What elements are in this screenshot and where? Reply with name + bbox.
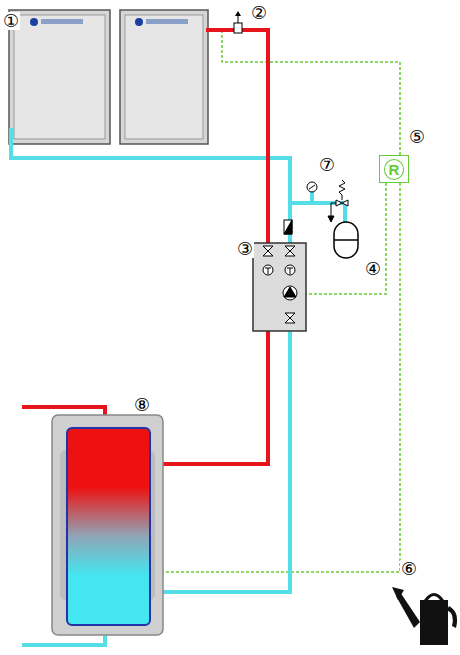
callout-number: ① bbox=[2, 12, 20, 30]
solar-collector bbox=[9, 10, 208, 144]
expansion-vessel bbox=[334, 222, 358, 258]
watering-can bbox=[392, 587, 457, 645]
callout-number: ② bbox=[250, 4, 268, 22]
callout-number: ④ bbox=[364, 260, 382, 278]
pump-station bbox=[253, 220, 306, 331]
controller-box: R bbox=[379, 155, 409, 183]
storage-tank bbox=[52, 415, 163, 635]
callout-number: ⑥ bbox=[400, 560, 418, 578]
safety-valve bbox=[328, 180, 348, 222]
sensor-wire bbox=[146, 30, 400, 572]
pressure-gauge bbox=[307, 182, 317, 192]
air-vent bbox=[234, 11, 242, 33]
controller-label: R bbox=[384, 159, 405, 180]
return-pipe bbox=[11, 128, 345, 645]
callout-number: ⑦ bbox=[318, 156, 336, 174]
callout-number: ⑧ bbox=[133, 396, 151, 414]
callout-number: ⑤ bbox=[408, 128, 426, 146]
flow-pipe bbox=[22, 30, 268, 464]
callout-number: ③ bbox=[236, 240, 254, 258]
